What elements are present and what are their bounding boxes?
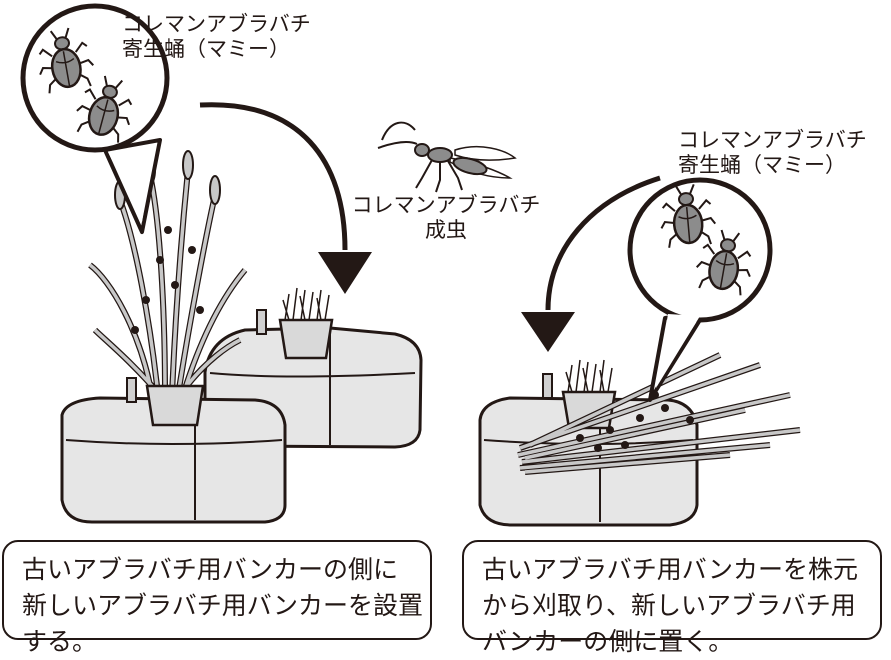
arrow-left-head [318,252,372,294]
magnifier-circle-left [20,3,170,234]
magnifier-circle-right [627,177,773,402]
label-mummy-left-line2: 寄生蛹（マミー） [122,37,290,61]
cut-old-plants [517,352,801,475]
label-mummy-right: コレマンアブラバチ 寄生蛹（マミー） [678,128,867,178]
label-mummy-right-line2: 寄生蛹（マミー） [678,153,846,177]
illustration [20,3,801,527]
caption-right-line1: 古いアブラバチ用バンカーを株元 [482,555,859,584]
label-adult-line2: 成虫 [425,218,467,242]
arrow-right-curve [545,175,661,311]
label-adult-line1: コレマンアブラバチ [351,193,541,217]
caption-right-line3: バンカーの側に置く。 [482,627,734,656]
wasp-adult [377,121,517,193]
caption-left-line3: する。 [22,627,98,656]
label-adult: コレマンアブラバチ 成虫 [350,193,542,243]
label-mummy-right-line1: コレマンアブラバチ [678,128,867,152]
caption-left-line2: 新しいアブラバチ用バンカーを設置 [22,591,424,620]
front-bunker-box [60,377,287,524]
caption-right-line2: から刈取り、新しいアブラバチ用 [482,591,856,620]
arrow-right-head [521,312,575,352]
arrow-left-curve [199,102,348,251]
label-mummy-left-line1: コレマンアブラバチ [122,12,311,36]
new-bunker-pot-left [278,287,334,360]
caption-left: 古いアブラバチ用バンカーの側に 新しいアブラバチ用バンカーを設置 する。 [2,540,432,656]
caption-right: 古いアブラバチ用バンカーを株元 から刈取り、新しいアブラバチ用 バンカーの側に置… [462,540,882,656]
caption-left-line1: 古いアブラバチ用バンカーの側に [22,555,399,584]
label-mummy-left: コレマンアブラバチ 寄生蛹（マミー） [122,12,311,62]
